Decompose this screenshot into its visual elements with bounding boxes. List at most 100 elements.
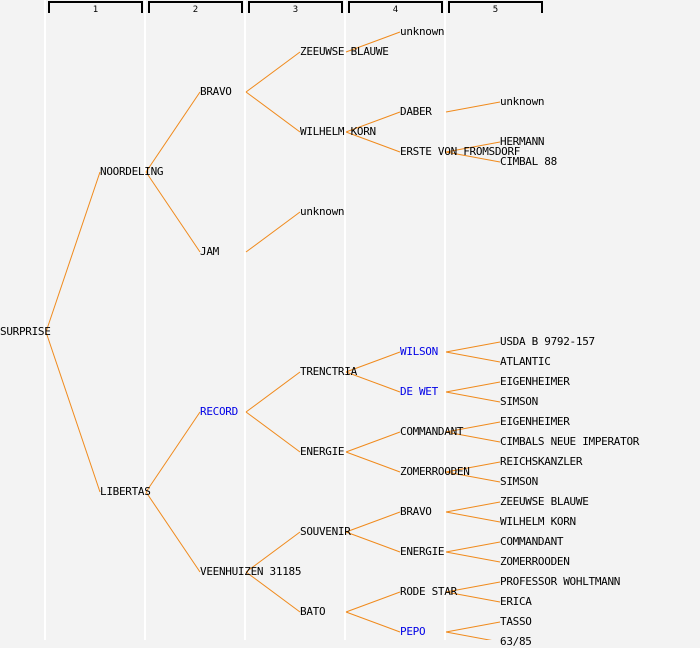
connector-line: [345, 111, 401, 133]
pedigree-node-gen3[interactable]: VEENHUIZEN 31185: [200, 565, 302, 578]
pedigree-node-gen6[interactable]: WILHELM KORN: [500, 515, 576, 528]
connector-line: [245, 571, 301, 613]
connector-line: [45, 331, 101, 493]
column-divider: [444, 0, 446, 640]
pedigree-node-gen6[interactable]: REICHSKANZLER: [500, 455, 583, 468]
connector-line: [445, 511, 501, 523]
connector-line: [345, 131, 401, 153]
pedigree-node-gen6[interactable]: PROFESSOR WOHLTMANN: [500, 575, 621, 588]
connector-line: [345, 371, 401, 393]
pedigree-node-gen6[interactable]: SIMSON: [500, 475, 538, 488]
pedigree-node-gen5[interactable]: PEPO: [400, 625, 426, 638]
connector-line: [445, 341, 501, 353]
generation-header-3: 3: [248, 1, 343, 15]
pedigree-node-gen5[interactable]: ERSTE VON FROMSDORF: [400, 145, 521, 158]
connector-line: [345, 611, 401, 633]
generation-header-5: 5: [448, 1, 543, 15]
pedigree-node-gen5[interactable]: ENERGIE: [400, 545, 445, 558]
pedigree-node-gen5[interactable]: ZOMERROODEN: [400, 465, 470, 478]
connector-line: [445, 471, 501, 483]
pedigree-node-gen6[interactable]: EIGENHEIMER: [500, 375, 570, 388]
connector-line: [245, 531, 301, 573]
column-divider: [44, 0, 46, 640]
connector-line: [145, 171, 201, 253]
pedigree-node-gen4[interactable]: SOUVENIR: [300, 525, 351, 538]
generation-number: 2: [192, 5, 199, 15]
pedigree-node-gen6[interactable]: SIMSON: [500, 395, 538, 408]
connector-line: [145, 91, 201, 173]
connector-line: [345, 591, 401, 613]
connector-line: [445, 151, 501, 163]
pedigree-node-gen6[interactable]: TASSO: [500, 615, 532, 628]
pedigree-node-gen5[interactable]: WILSON: [400, 345, 438, 358]
pedigree-node-gen6[interactable]: 63/85: [500, 635, 532, 648]
connector-line: [445, 141, 501, 153]
generation-header-2: 2: [148, 1, 243, 15]
connector-line: [445, 381, 501, 393]
connector-line: [445, 501, 501, 513]
connector-line: [345, 531, 401, 553]
pedigree-node-gen6[interactable]: COMMANDANT: [500, 535, 564, 548]
pedigree-node-gen2[interactable]: LIBERTAS: [100, 485, 151, 498]
pedigree-node-gen4[interactable]: TRENCTRIA: [300, 365, 357, 378]
connector-line: [445, 391, 501, 403]
pedigree-node-gen6[interactable]: ATLANTIC: [500, 355, 551, 368]
connector-line: [345, 511, 401, 533]
pedigree-node-gen6[interactable]: EIGENHEIMER: [500, 415, 570, 428]
pedigree-node-gen5[interactable]: RODE STAR: [400, 585, 457, 598]
pedigree-node-gen6[interactable]: CIMBAL 88: [500, 155, 557, 168]
pedigree-node-gen4[interactable]: WILHELM KORN: [300, 125, 376, 138]
connector-line: [345, 431, 401, 453]
pedigree-node-gen4[interactable]: ZEEUWSE BLAUWE: [300, 45, 389, 58]
connector-line: [445, 591, 501, 603]
pedigree-node-gen4[interactable]: BATO: [300, 605, 326, 618]
pedigree-node-gen5[interactable]: DABER: [400, 105, 432, 118]
connector-line: [445, 551, 501, 563]
pedigree-node-gen5[interactable]: BRAVO: [400, 505, 432, 518]
connector-line: [445, 421, 501, 433]
generation-number: 4: [392, 5, 399, 15]
pedigree-node-gen4[interactable]: unknown: [300, 205, 345, 218]
connector-line: [445, 621, 501, 633]
pedigree-node-gen4[interactable]: ENERGIE: [300, 445, 345, 458]
connector-line: [445, 101, 501, 113]
pedigree-node-gen6[interactable]: ERICA: [500, 595, 532, 608]
connector-line: [145, 491, 201, 573]
connector-line: [345, 451, 401, 473]
pedigree-node-gen2[interactable]: NOORDELING: [100, 165, 164, 178]
connector-line: [445, 351, 501, 363]
pedigree-node-gen6[interactable]: HERMANN: [500, 135, 545, 148]
connector-line: [145, 411, 201, 493]
connector-line: [245, 371, 301, 413]
connector-line: [445, 541, 501, 553]
connector-line: [445, 431, 501, 443]
connector-line: [245, 411, 301, 453]
connector-line: [245, 91, 301, 133]
generation-header-4: 4: [348, 1, 443, 15]
connector-line: [345, 351, 401, 373]
generation-header-1: 1: [48, 1, 143, 15]
pedigree-node-gen6[interactable]: ZOMERROODEN: [500, 555, 570, 568]
column-divider: [244, 0, 246, 640]
pedigree-node-gen5[interactable]: DE WET: [400, 385, 438, 398]
pedigree-node-gen6[interactable]: ZEEUWSE BLAUWE: [500, 495, 589, 508]
connector-line: [445, 631, 492, 640]
connector-line: [245, 51, 301, 93]
pedigree-node-gen5[interactable]: unknown: [400, 25, 445, 38]
pedigree-node-gen6[interactable]: USDA B 9792-157: [500, 335, 595, 348]
connector-line: [445, 581, 501, 593]
connector-line: [345, 31, 401, 53]
pedigree-node-gen5[interactable]: COMMANDANT: [400, 425, 464, 438]
column-divider: [344, 0, 346, 640]
column-divider: [144, 0, 146, 640]
generation-number: 5: [492, 5, 499, 15]
pedigree-node-gen1[interactable]: SURPRISE: [0, 325, 51, 338]
pedigree-node-gen6[interactable]: CIMBALS NEUE IMPERATOR: [500, 435, 640, 448]
pedigree-node-gen3[interactable]: RECORD: [200, 405, 238, 418]
connector-line: [445, 461, 501, 473]
pedigree-node-gen3[interactable]: BRAVO: [200, 85, 232, 98]
pedigree-node-gen6[interactable]: unknown: [500, 95, 545, 108]
pedigree-node-gen3[interactable]: JAM: [200, 245, 219, 258]
connector-line: [245, 211, 301, 253]
